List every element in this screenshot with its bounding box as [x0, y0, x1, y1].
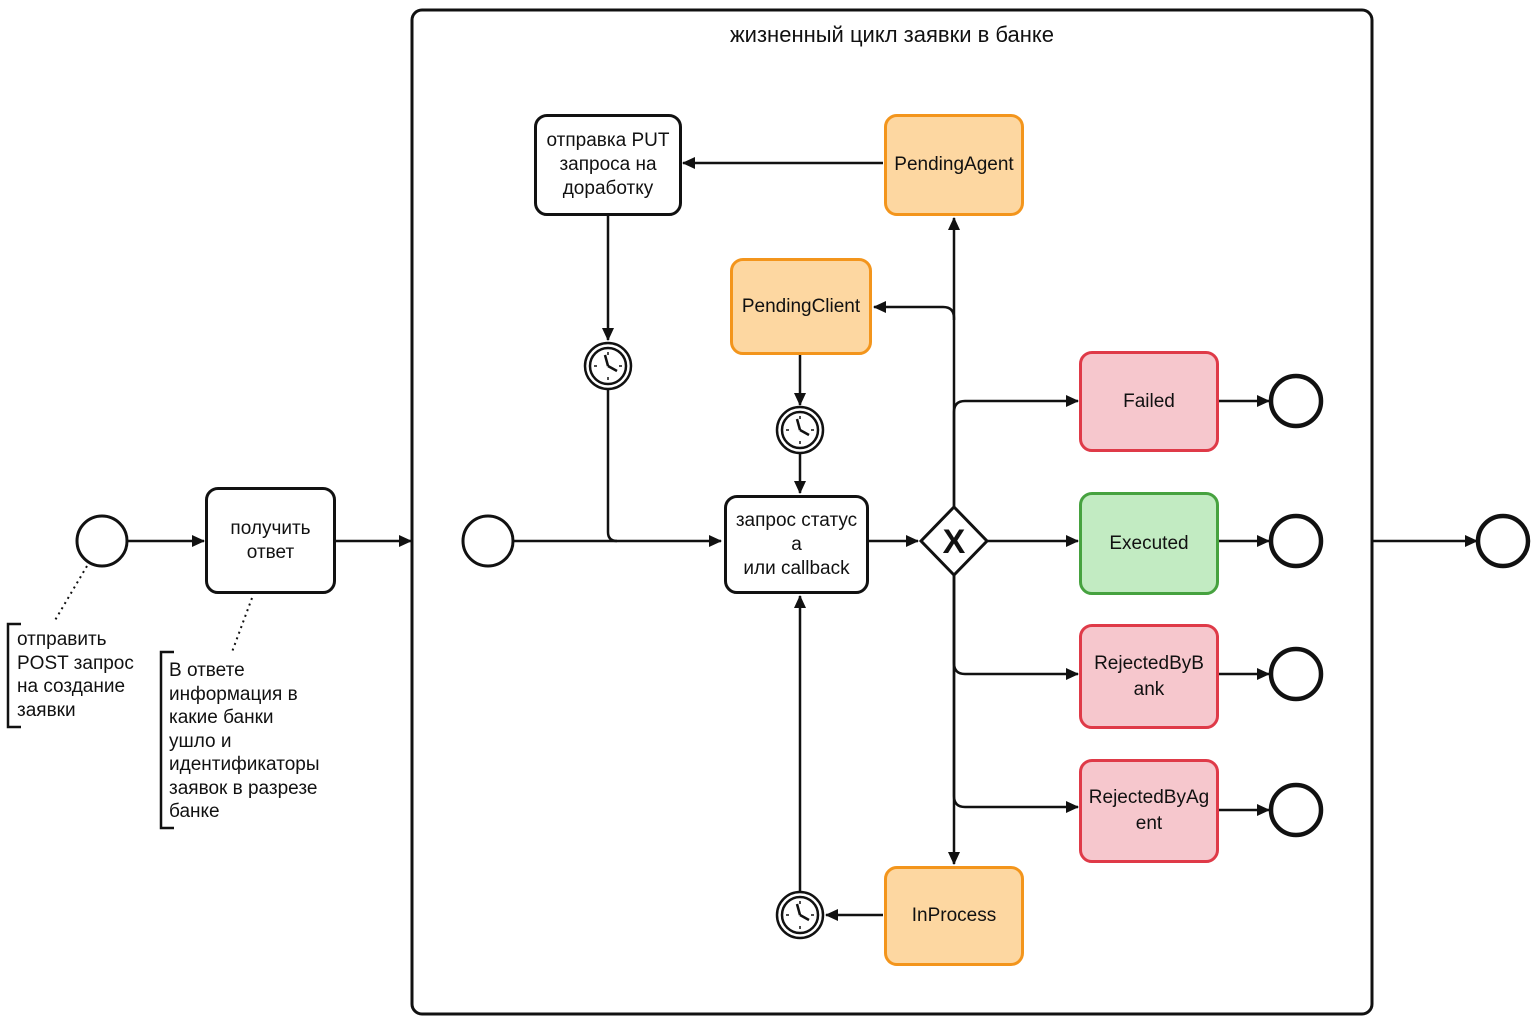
task-receive-response[interactable]: получить ответ	[205, 487, 336, 594]
flow-timer-put-to-status	[606, 389, 618, 543]
status-in-process-label: InProcess	[911, 905, 997, 926]
timer-put-icon	[583, 341, 633, 391]
pool-frame	[410, 8, 1374, 1016]
status-rejected-by-bank[interactable]: RejectedByBank	[1079, 624, 1219, 729]
flow-gateway-to-failed	[952, 395, 1079, 507]
annotation-bracket-post	[6, 622, 21, 729]
status-rejected-by-bank-label: RejectedByBank	[1094, 652, 1204, 700]
start-event	[75, 514, 129, 568]
status-pending-client[interactable]: PendingClient	[730, 258, 872, 355]
flow-gateway-to-rejectedbybank	[952, 575, 1079, 680]
pool-title: жизненный цикл заявки в банке	[729, 22, 1055, 47]
end-event-rejectedbyagent	[1268, 782, 1324, 838]
status-rejected-by-agent[interactable]: RejectedByAgent	[1079, 759, 1219, 863]
gateway-symbol: X	[943, 523, 966, 561]
annotation-link-post	[53, 565, 88, 623]
timer-client-icon	[775, 405, 825, 455]
end-event-rejectedbybank	[1268, 646, 1324, 702]
status-executed-label: Executed	[1109, 532, 1189, 554]
status-failed[interactable]: Failed	[1079, 351, 1219, 452]
exclusive-gateway: X	[918, 504, 990, 578]
status-executed[interactable]: Executed	[1079, 492, 1219, 595]
task-put-request[interactable]: отправка PUT запроса на доработку	[534, 114, 682, 216]
annotation-bracket-response	[159, 650, 174, 830]
task-receive-response-label: получить ответ	[230, 517, 311, 563]
status-pending-agent[interactable]: PendingAgent	[884, 114, 1024, 216]
end-event-failed	[1268, 373, 1324, 429]
annotation-link-response	[231, 597, 253, 653]
status-rejected-by-agent-label: RejectedByAgent	[1088, 787, 1210, 834]
status-pending-client-label: PendingClient	[741, 295, 861, 317]
flow-gateway-to-rejectedbyagent	[952, 575, 1079, 813]
status-in-process[interactable]: InProcess	[884, 866, 1024, 966]
end-event-final	[1475, 513, 1531, 569]
status-failed-label: Failed	[1123, 390, 1175, 412]
flow-gateway-to-pendingclient	[873, 301, 956, 320]
annotation-post-request: отправить POST запрос на создание заявки	[17, 629, 134, 721]
status-pending-agent-label: PendingAgent	[894, 154, 1014, 175]
task-put-request-label: отправка PUT запроса на доработку	[546, 130, 670, 199]
inner-start-event	[461, 514, 515, 568]
end-event-executed	[1268, 513, 1324, 569]
timer-inprocess-icon	[775, 890, 825, 940]
annotation-response-info: В ответе информация в какие банки ушло и…	[169, 660, 320, 822]
task-status-request[interactable]: запрос статуса или callback	[724, 495, 869, 594]
task-status-request-label: запрос статуса или callback	[735, 509, 858, 579]
